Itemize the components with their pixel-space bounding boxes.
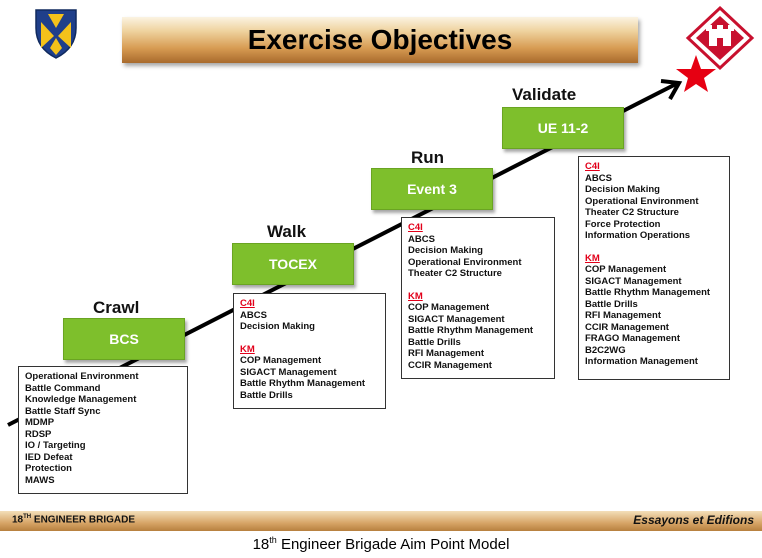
stage-label-run: Run	[411, 148, 445, 167]
list-item: Operational Environment	[408, 256, 522, 268]
objectives-panel-walk: C4I ABCS Decision Making KM COP Manageme…	[233, 293, 386, 409]
engineer-castle-icon	[685, 5, 755, 71]
list-item: CCIR Management	[408, 359, 492, 371]
brigade-shield-icon	[35, 9, 77, 59]
c4i-heading: C4I	[240, 298, 255, 309]
stage-label-crawl: Crawl	[93, 298, 140, 317]
list-item: CCIR Management	[585, 321, 669, 333]
list-item: Battle Drills	[240, 389, 293, 401]
list-item: SIGACT Management	[408, 313, 505, 325]
list-item: B2C2WG	[585, 344, 626, 356]
list-item: ABCS	[240, 309, 267, 321]
stage-box-event3: Event 3	[371, 168, 493, 210]
list-item: Decision Making	[585, 184, 660, 195]
km-heading: KM	[585, 252, 600, 264]
page-title: Exercise Objectives	[247, 24, 513, 55]
objectives-panel-crawl: Operational Environment Battle Command K…	[18, 366, 188, 494]
list-item: Operational Environment	[25, 371, 139, 382]
slide: Exercise Objectives Crawl Walk Run Valid…	[0, 5, 762, 531]
c4i-heading: C4I	[408, 222, 423, 233]
list-item: MAWS	[25, 474, 55, 486]
star-icon	[676, 55, 716, 92]
list-item: Protection	[25, 463, 72, 474]
list-item: Theater C2 Structure	[408, 268, 502, 279]
list-item: Battle Rhythm Management	[408, 325, 534, 336]
list-item: Battle Drills	[585, 298, 638, 310]
list-item: RFI Management	[585, 310, 662, 321]
list-item: COP Management	[585, 264, 667, 275]
list-item: Information Operations	[585, 230, 691, 241]
list-item: RDSP	[25, 428, 52, 440]
list-item: Theater C2 Structure	[585, 207, 679, 218]
list-item: SIGACT Management	[240, 366, 337, 378]
list-item: IED Defeat	[25, 451, 73, 463]
list-item: SIGACT Management	[585, 275, 682, 287]
title-bar	[122, 17, 638, 63]
stage-box-bcs: BCS	[63, 318, 185, 360]
stage-box-tocex: TOCEX	[232, 243, 354, 285]
list-item: FRAGO Management	[585, 333, 681, 344]
list-item: IO / Targeting	[25, 440, 86, 451]
stage-label-validate: Validate	[512, 85, 577, 104]
objectives-panel-validate: C4I ABCS Decision Making Operational Env…	[578, 156, 730, 380]
list-item: RFI Management	[408, 348, 485, 359]
list-item: Battle Command	[25, 382, 101, 394]
arrow-head-icon	[660, 79, 683, 100]
list-item: ABCS	[585, 172, 612, 184]
km-heading: KM	[240, 343, 255, 355]
list-item: Battle Rhythm Management	[585, 287, 711, 298]
list-item: Battle Drills	[408, 336, 461, 348]
list-item: Battle Rhythm Management	[240, 378, 366, 389]
list-item: COP Management	[408, 302, 490, 313]
list-item: Information Management	[585, 356, 698, 367]
list-item: Force Protection	[585, 218, 661, 230]
list-item: Decision Making	[240, 321, 315, 332]
list-item: Operational Environment	[585, 195, 699, 207]
list-item: Battle Staff Sync	[25, 405, 101, 417]
stage-box-ue11-2: UE 11-2	[502, 107, 624, 149]
figure-caption: 18th Engineer Brigade Aim Point Model	[252, 535, 510, 553]
objectives-panel-run: C4I ABCS Decision Making Operational Env…	[401, 217, 555, 379]
list-item: COP Management	[240, 355, 322, 366]
list-item: Knowledge Management	[25, 394, 137, 405]
km-heading: KM	[408, 290, 423, 302]
footer-bar	[0, 511, 762, 531]
footer-unit-name: 18TH ENGINEER BRIGADE	[12, 514, 136, 526]
list-item: Decision Making	[408, 245, 483, 256]
list-item: MDMP	[25, 417, 55, 428]
footer-motto: Essayons et Edifions	[633, 513, 754, 527]
c4i-heading: C4I	[585, 161, 600, 172]
list-item: ABCS	[408, 233, 435, 245]
stage-label-walk: Walk	[267, 222, 307, 241]
